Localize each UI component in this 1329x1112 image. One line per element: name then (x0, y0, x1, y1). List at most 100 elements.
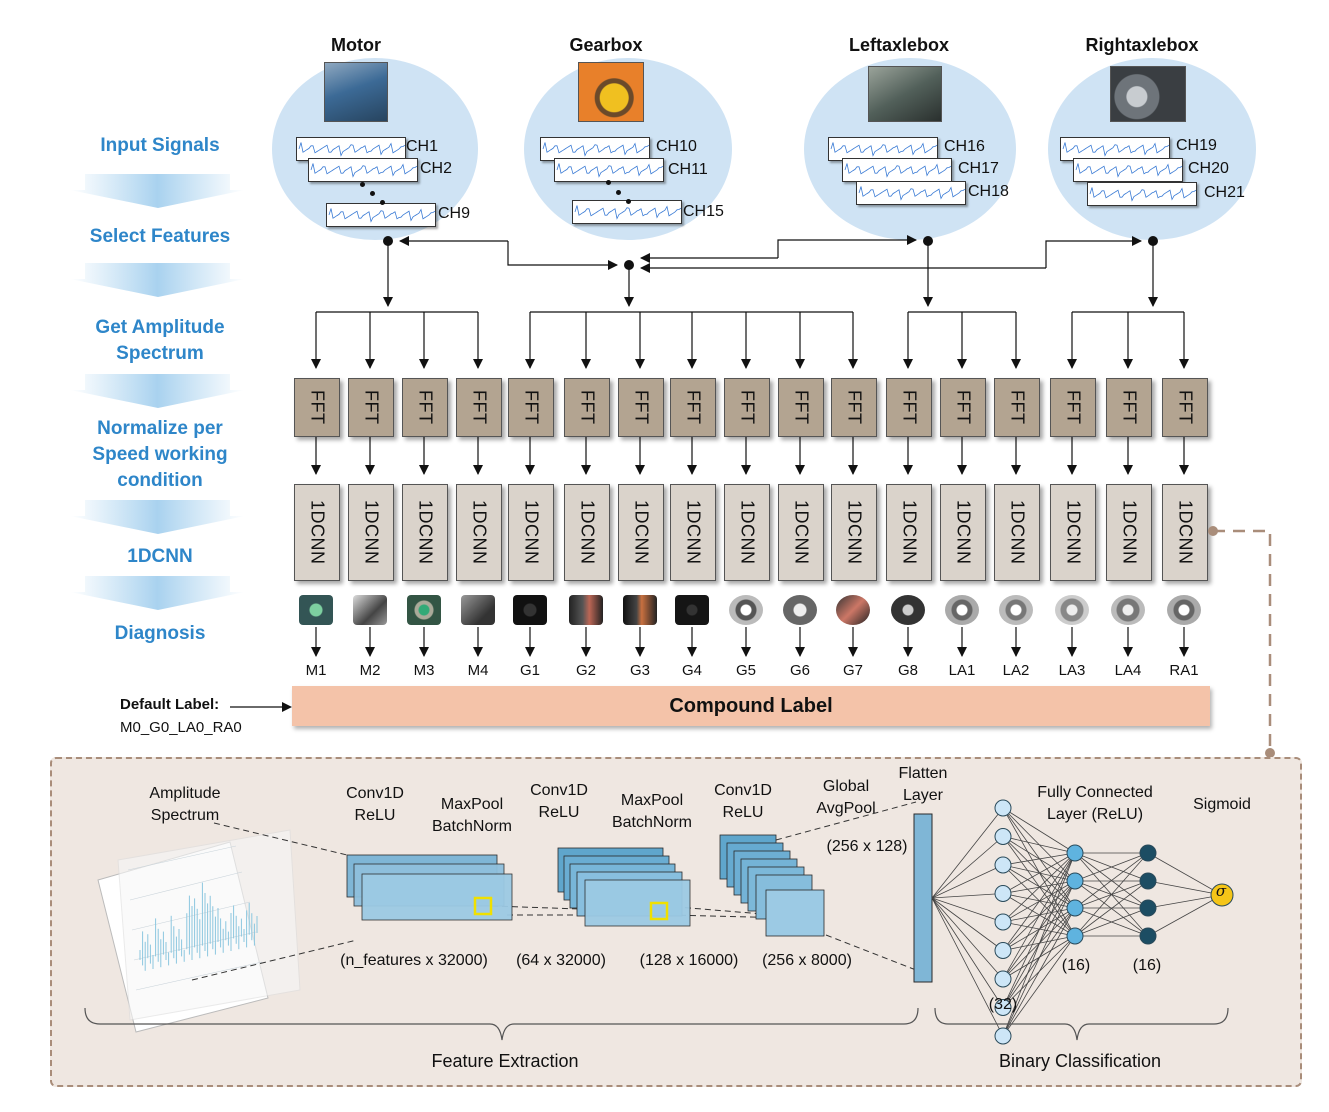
1dcnn-text: 1DCNN (415, 500, 436, 565)
dim-n32: (32) (988, 996, 1018, 1013)
fault-part-image (569, 595, 603, 625)
default-label-title: Default Label: (120, 696, 220, 713)
pool1-label-1: MaxPool (440, 796, 504, 813)
fft-text: FFT (521, 390, 542, 425)
1dcnn-text: 1DCNN (307, 500, 328, 565)
network-node (994, 799, 1012, 817)
1dcnn-block: 1DCNN (940, 484, 986, 581)
fft-text: FFT (1063, 390, 1084, 425)
fft-text: FFT (1175, 390, 1196, 425)
default-label-value: M0_G0_LA0_RA0 (120, 719, 242, 736)
fault-part-image (675, 595, 709, 625)
default-label-arrow (230, 702, 292, 712)
fault-part-image (353, 595, 387, 625)
network-node (1066, 927, 1084, 945)
network-node (994, 942, 1012, 959)
network-node (994, 885, 1012, 902)
amp-title-1: Amplitude (149, 785, 221, 802)
dim-gap: (256 x 128) (826, 838, 908, 855)
fault-part-image (407, 595, 441, 625)
fault-part-image (623, 595, 657, 625)
step-diagnosis: Diagnosis (114, 623, 206, 644)
gap-label-1: Global (822, 778, 870, 795)
binary-classification-label: Binary Classification (998, 1051, 1162, 1071)
1dcnn-text: 1DCNN (1007, 500, 1028, 565)
fft-text: FFT (1119, 390, 1140, 425)
gearbox-photo (578, 62, 644, 122)
ch2-label: CH2 (420, 160, 453, 177)
fft-block: FFT (1050, 378, 1096, 437)
fault-label: G4 (681, 662, 702, 679)
compound-label-bar: Compound Label (292, 686, 1210, 726)
ch20-label: CH20 (1188, 160, 1229, 177)
conv1-label-1: Conv1D (346, 785, 404, 802)
1dcnn-block: 1DCNN (994, 484, 1040, 581)
fft-text: FFT (577, 390, 598, 425)
network-node (1210, 883, 1234, 907)
panel-link (1208, 526, 1275, 758)
fault-part-image (1111, 595, 1145, 625)
step-normalize-2: Speed working (92, 444, 228, 465)
1dcnn-text: 1DCNN (1175, 500, 1196, 565)
fft-text: FFT (844, 390, 865, 425)
1dcnn-text: 1DCNN (683, 500, 704, 565)
signal-waveform (1073, 158, 1183, 182)
motor-title: Motor (331, 35, 381, 55)
step-normalize-3: condition (117, 470, 203, 491)
step-normalize: Normalize per (97, 418, 223, 439)
fault-label: M2 (359, 662, 381, 679)
fft-block: FFT (1106, 378, 1152, 437)
fft-text: FFT (899, 390, 920, 425)
1dcnn-text: 1DCNN (737, 500, 758, 565)
fault-label: LA1 (948, 662, 976, 679)
step-input-signals: Input Signals (100, 135, 220, 156)
fault-part-image (299, 595, 333, 625)
fault-part-image (836, 595, 870, 625)
fault-label: LA2 (1002, 662, 1030, 679)
conv2-label-1: Conv1D (530, 782, 588, 799)
network-node (1066, 844, 1084, 862)
gap-label-2: AvgPool (816, 800, 876, 817)
network-node (994, 1027, 1012, 1045)
1dcnn-text: 1DCNN (361, 500, 382, 565)
1dcnn-block: 1DCNN (294, 484, 340, 581)
leftaxlebox-title: Leftaxlebox (848, 35, 950, 55)
1dcnn-text: 1DCNN (631, 500, 652, 565)
fault-part-image (945, 595, 979, 625)
1dcnn-block: 1DCNN (348, 484, 394, 581)
motor-photo (324, 62, 388, 122)
network-node (1139, 927, 1157, 945)
1dcnn-text: 1DCNN (1063, 500, 1084, 565)
1dcnn-text: 1DCNN (844, 500, 865, 565)
fault-label: M4 (467, 662, 489, 679)
fault-part-image (891, 595, 925, 625)
fft-text: FFT (469, 390, 490, 425)
fft-block: FFT (670, 378, 716, 437)
fault-label: G2 (575, 662, 596, 679)
amplitude-spectrum-plot (97, 829, 301, 1033)
amp-title-2: Spectrum (150, 807, 220, 824)
fault-label: LA4 (1114, 662, 1142, 679)
network-node (994, 970, 1012, 988)
fft-block: FFT (994, 378, 1040, 437)
fault-label: LA3 (1058, 662, 1086, 679)
ch16-label: CH16 (944, 138, 985, 155)
fft-block: FFT (402, 378, 448, 437)
1dcnn-text: 1DCNN (953, 500, 974, 565)
ch9-label: CH9 (438, 205, 471, 222)
fft-text: FFT (415, 390, 436, 425)
1dcnn-block: 1DCNN (508, 484, 554, 581)
fft-block: FFT (724, 378, 770, 437)
fft-block: FFT (508, 378, 554, 437)
1dcnn-text: 1DCNN (577, 500, 598, 565)
fault-part-image (1167, 595, 1201, 625)
gearbox-title: Gearbox (569, 35, 643, 55)
signal-waveform (856, 181, 966, 205)
fault-label: G7 (842, 662, 863, 679)
fault-label: G8 (897, 662, 918, 679)
1dcnn-block: 1DCNN (618, 484, 664, 581)
fault-part-image (729, 595, 763, 625)
signal-waveform (1087, 182, 1197, 206)
ch21-label: CH21 (1204, 184, 1245, 201)
step-1dcnn: 1DCNN (127, 546, 193, 567)
